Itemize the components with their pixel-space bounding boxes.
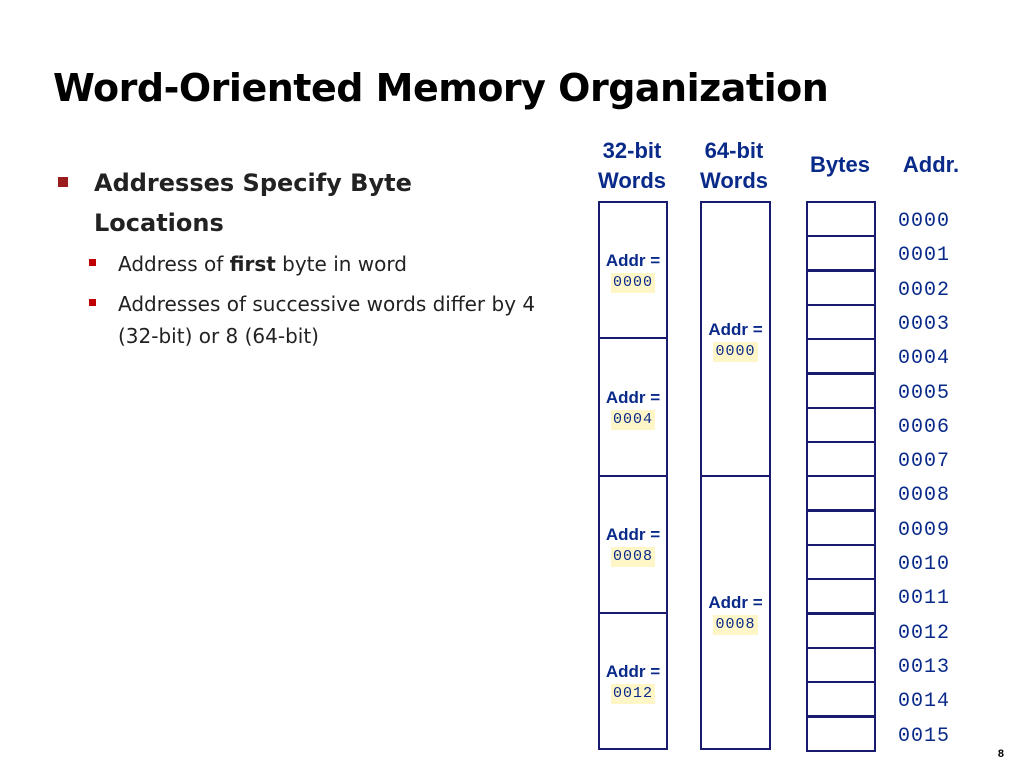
slide-title: Word-Oriented Memory Organization	[53, 66, 829, 110]
byte-cell	[806, 510, 876, 546]
word64-address: 0000	[713, 341, 758, 362]
byte-address: 0000	[898, 210, 951, 233]
byte-cell	[806, 338, 876, 374]
addr-label: Addr =	[605, 525, 661, 544]
byte-cell	[806, 544, 876, 580]
byte-address: 0005	[898, 382, 951, 405]
sub-bullet-square-icon	[89, 259, 96, 266]
sub-bullet-2: Addresses of successive words differ by …	[118, 292, 536, 348]
word32-address: 0004	[610, 409, 655, 430]
addr-label: Addr =	[708, 319, 763, 339]
byte-address: 0007	[898, 450, 951, 473]
header-addr: Addr.	[902, 152, 960, 177]
word64-block: Addr = 0008	[700, 475, 771, 750]
header-bytes: Bytes	[810, 152, 870, 177]
byte-cell	[806, 235, 876, 271]
byte-address: 0003	[898, 313, 951, 336]
main-bullet-text: Addresses Specify Byte Locations	[94, 169, 412, 237]
byte-address: 0012	[898, 622, 951, 645]
byte-address: 0001	[898, 244, 951, 267]
byte-cell	[806, 304, 876, 340]
byte-address: 0014	[898, 690, 951, 713]
addr-label: Addr =	[605, 250, 661, 270]
byte-cell	[806, 407, 876, 443]
byte-address: 0015	[898, 725, 951, 748]
word64-block: Addr = 0000	[700, 201, 771, 477]
byte-cell	[806, 441, 876, 477]
byte-cell	[806, 201, 876, 237]
sub-bullet-1: Address of first byte in word	[118, 252, 407, 276]
byte-cell	[806, 681, 876, 717]
word32-address: 0000	[610, 272, 655, 293]
bullet-square-icon	[58, 177, 68, 187]
byte-address: 0011	[898, 587, 951, 610]
word32-address: 0008	[610, 547, 655, 567]
byte-address: 0010	[898, 553, 951, 576]
byte-cell	[806, 647, 876, 683]
byte-cell	[806, 270, 876, 306]
page-number: 8	[997, 748, 1004, 760]
header-64bit-words: 64-bit Words	[699, 138, 769, 193]
word32-block: Addr = 0012	[598, 612, 668, 750]
byte-cell	[806, 373, 876, 409]
byte-cell	[806, 578, 876, 614]
byte-address: 0013	[898, 656, 951, 679]
addr-label: Addr =	[605, 661, 661, 681]
word32-block: Addr = 0000	[598, 201, 668, 339]
byte-address: 0004	[898, 347, 951, 370]
byte-address: 0002	[898, 279, 951, 302]
byte-cell	[806, 613, 876, 649]
word32-block: Addr = 0008	[598, 475, 668, 614]
byte-address: 0008	[898, 484, 951, 507]
byte-address: 0006	[898, 416, 951, 439]
word32-block: Addr = 0004	[598, 337, 668, 477]
byte-cell	[806, 716, 876, 752]
header-32bit-words: 32-bit Words	[597, 138, 667, 193]
sub-bullet-square-icon	[89, 299, 96, 306]
word64-address: 0008	[713, 615, 758, 635]
addr-label: Addr =	[708, 593, 763, 612]
byte-cell	[806, 475, 876, 511]
addr-label: Addr =	[605, 387, 661, 407]
word32-address: 0012	[610, 683, 655, 704]
byte-address: 0009	[898, 519, 951, 542]
